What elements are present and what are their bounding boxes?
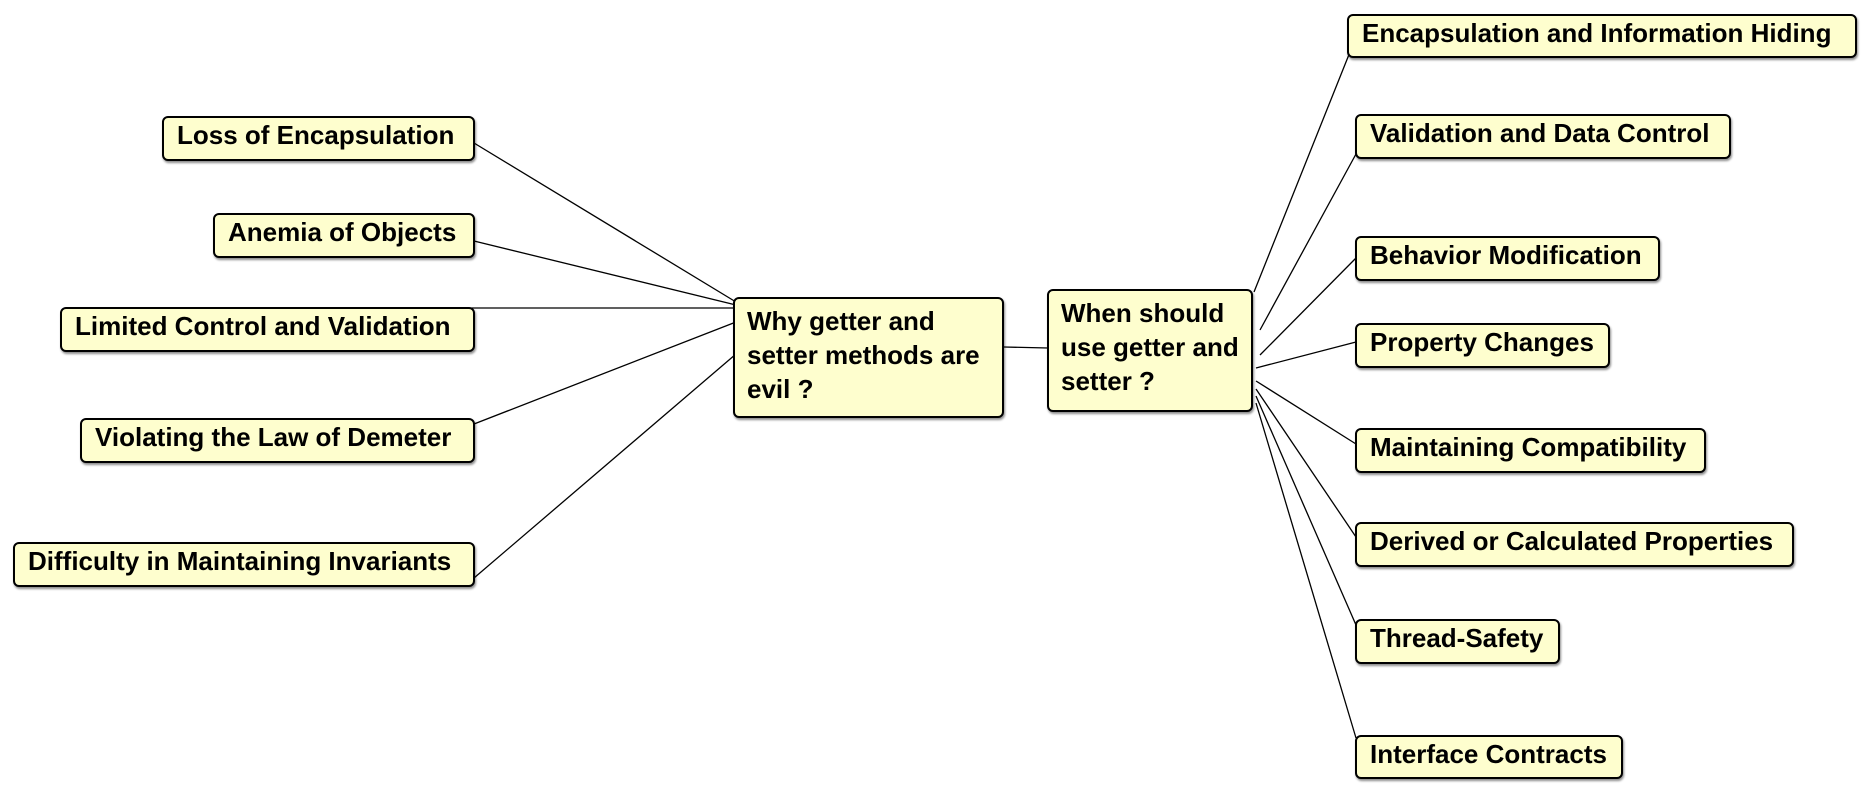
right-node-derived-calculated-properties: Derived or Calculated Properties	[1355, 522, 1794, 567]
edge-right-encapsulation-hiding	[1253, 51, 1351, 293]
right-node-behavior-modification: Behavior Modification	[1355, 236, 1660, 281]
left-node-loss-of-encapsulation: Loss of Encapsulation	[162, 116, 475, 161]
right-node-maintaining-compatibility: Maintaining Compatibility	[1355, 428, 1706, 473]
left-node-limited-control-validation: Limited Control and Validation	[60, 307, 475, 352]
edge-right-interface-contracts	[1255, 402, 1357, 739]
edge-left-law-of-demeter	[473, 321, 737, 425]
edge-right-validation-data-control	[1259, 153, 1357, 331]
edge-right-property-changes	[1255, 341, 1357, 369]
edge-right-derived-properties	[1255, 388, 1357, 538]
right-node-encapsulation-information-hiding: Encapsulation and Information Hiding	[1347, 14, 1857, 58]
edge-left-maintaining-invariants	[473, 353, 737, 579]
left-node-difficulty-maintaining-invariants: Difficulty in Maintaining Invariants	[13, 542, 475, 587]
right-node-interface-contracts: Interface Contracts	[1355, 735, 1623, 779]
edge-root-left-to-root-right	[1003, 346, 1049, 349]
root-node-why-evil: Why getter and setter methods are evil ?	[733, 297, 1004, 418]
edge-left-loss-of-encapsulation	[473, 142, 737, 303]
edge-left-anemia-of-objects	[473, 240, 737, 306]
edge-right-thread-safety	[1255, 395, 1357, 626]
left-node-anemia-of-objects: Anemia of Objects	[213, 213, 475, 258]
right-node-validation-data-control: Validation and Data Control	[1355, 114, 1731, 159]
left-node-violating-law-of-demeter: Violating the Law of Demeter	[80, 418, 475, 463]
edge-right-maintaining-compatibility	[1255, 380, 1357, 445]
right-node-property-changes: Property Changes	[1355, 323, 1610, 368]
right-node-thread-safety: Thread-Safety	[1355, 619, 1560, 664]
root-node-when-to-use: When should use getter and setter ?	[1047, 289, 1253, 412]
edge-right-behavior-modification	[1259, 257, 1357, 356]
